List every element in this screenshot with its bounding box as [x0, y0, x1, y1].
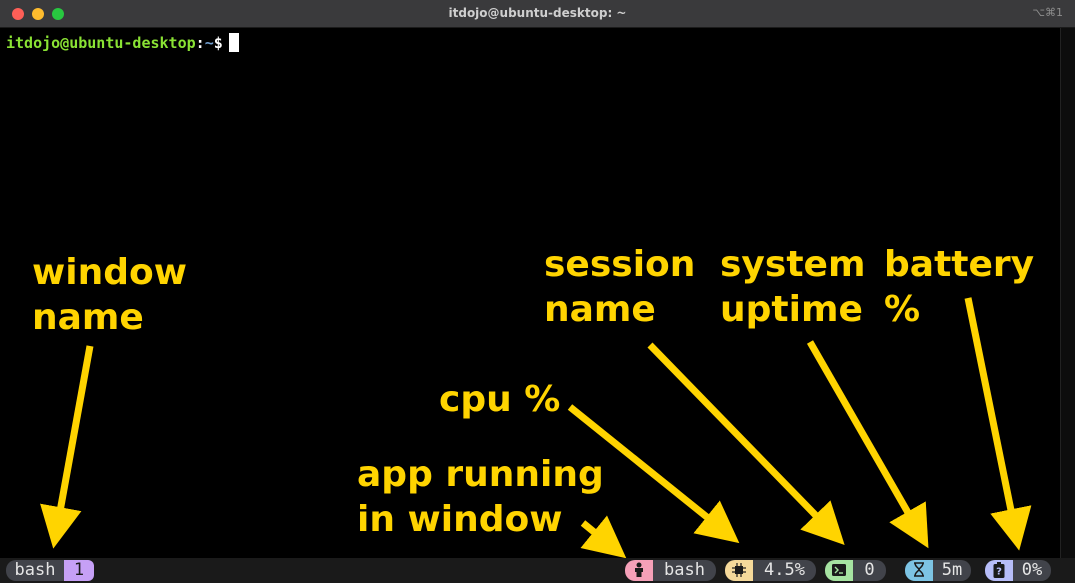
battery-unknown-icon: ?	[985, 560, 1013, 581]
arrow-app-running	[580, 515, 627, 559]
hourglass-icon	[905, 560, 933, 581]
window-index[interactable]: 1	[64, 560, 94, 581]
prompt-user-host: itdojo@ubuntu-desktop	[6, 34, 196, 52]
prompt-symbol: $	[213, 34, 223, 52]
svg-text:?: ?	[996, 567, 1002, 578]
maximize-button[interactable]	[52, 8, 64, 20]
scrollbar[interactable]	[1060, 28, 1075, 558]
terminal-icon	[825, 560, 853, 581]
arrow-system-uptime	[806, 340, 929, 549]
tmux-status-bar: bash 1 bash 4.5% 0 5m ? 0%	[0, 558, 1075, 583]
close-button[interactable]	[12, 8, 24, 20]
prompt-path: ~	[204, 34, 214, 52]
window-shortcut: ⌥⌘1	[1032, 6, 1063, 19]
annotation-window-name: window name	[32, 252, 187, 338]
session-name: 0	[853, 560, 886, 581]
prompt-colon: :	[195, 34, 205, 52]
cpu-percent: 4.5%	[753, 560, 816, 581]
battery-percent: 0%	[1013, 560, 1051, 581]
window-controls	[12, 8, 64, 20]
annotation-battery: battery %	[884, 244, 1035, 330]
annotation-app-running: app running in window	[357, 454, 604, 540]
arrow-cpu	[567, 404, 740, 544]
annotation-session-name: session name	[544, 244, 696, 330]
title-bar: itdojo@ubuntu-desktop: ~ ⌥⌘1	[0, 0, 1075, 28]
text-cursor	[228, 33, 239, 52]
system-uptime: 5m	[933, 560, 971, 581]
minimize-button[interactable]	[32, 8, 44, 20]
arrow-window-name	[40, 345, 94, 549]
shell-prompt: itdojo@ubuntu-desktop:~$	[6, 33, 239, 52]
window-name[interactable]: bash	[6, 560, 64, 581]
chip-icon	[725, 560, 753, 581]
annotation-cpu: cpu %	[439, 379, 561, 420]
annotation-system-uptime: system uptime	[720, 244, 866, 330]
arrow-session-name	[647, 342, 845, 546]
window-title: itdojo@ubuntu-desktop: ~	[448, 6, 627, 20]
arrow-battery	[964, 297, 1032, 551]
terminal-area[interactable]: itdojo@ubuntu-desktop:~$	[0, 28, 1075, 558]
app-running: bash	[653, 560, 716, 581]
person-icon	[625, 560, 653, 581]
